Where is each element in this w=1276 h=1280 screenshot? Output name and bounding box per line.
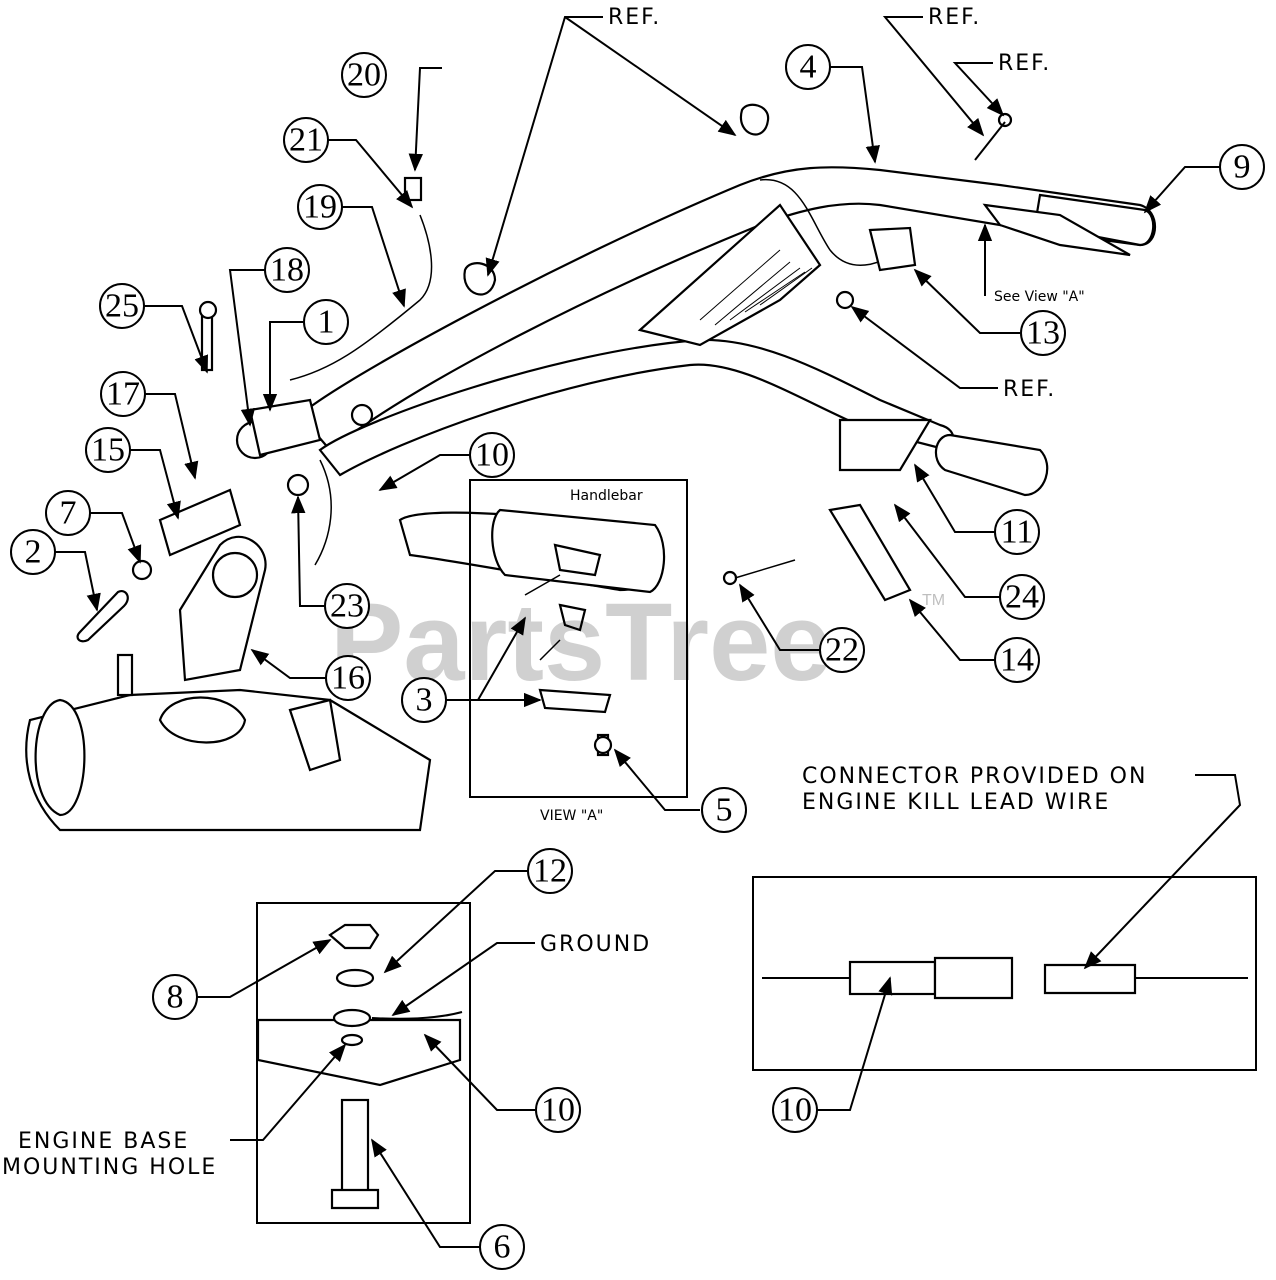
callout-14: 14 (994, 637, 1040, 683)
callout-7: 7 (45, 490, 91, 536)
callout-15: 15 (85, 427, 131, 473)
view-a-box (469, 479, 688, 798)
svg-text:11: 11 (1001, 514, 1034, 551)
callout-6: 6 (479, 1224, 525, 1270)
svg-text:15: 15 (91, 432, 125, 469)
ref-label-1: REF. (608, 5, 661, 30)
callout-3: 3 (401, 677, 447, 723)
callout-22: 22 (819, 627, 865, 673)
callout-10-ground: 10 (535, 1087, 581, 1133)
svg-text:23: 23 (330, 588, 364, 625)
svg-text:3: 3 (416, 682, 433, 719)
svg-text:8: 8 (167, 979, 184, 1016)
svg-text:18: 18 (270, 252, 304, 289)
svg-text:10: 10 (541, 1092, 575, 1129)
svg-text:16: 16 (331, 660, 365, 697)
callout-5: 5 (701, 787, 747, 833)
svg-text:2: 2 (25, 534, 42, 571)
callout-9: 9 (1219, 144, 1265, 190)
svg-text:13: 13 (1026, 315, 1060, 352)
callout-23: 23 (324, 583, 370, 629)
ref-label-2: REF. (928, 5, 981, 30)
svg-text:14: 14 (1000, 642, 1034, 679)
view-a-label: VIEW "A" (540, 808, 603, 824)
engine-assembly (25, 300, 432, 832)
ref-label-3: REF. (998, 51, 1051, 76)
svg-text:10: 10 (778, 1092, 812, 1129)
handlebar-assembly (298, 166, 1156, 566)
handlebar-label: Handlebar (570, 488, 643, 504)
engine-base-label-line2: MOUNTING HOLE (2, 1155, 217, 1180)
svg-text:10: 10 (475, 437, 509, 474)
callout-4: 4 (785, 44, 831, 90)
svg-text:9: 9 (1234, 149, 1251, 186)
callout-10-connector: 10 (772, 1087, 818, 1133)
svg-text:6: 6 (494, 1229, 511, 1266)
svg-text:5: 5 (716, 792, 733, 829)
leader-lines (55, 16, 1242, 1248)
svg-text:7: 7 (60, 495, 77, 532)
callout-11: 11 (994, 509, 1040, 555)
svg-text:21: 21 (289, 122, 323, 159)
svg-text:1: 1 (318, 304, 335, 341)
svg-text:12: 12 (533, 853, 567, 890)
connector-label-line1: CONNECTOR PROVIDED ON (802, 764, 1147, 789)
callout-24: 24 (999, 574, 1045, 620)
callout-2: 2 (10, 529, 56, 575)
engine-base-label-line1: ENGINE BASE (18, 1129, 189, 1154)
see-view-a-label: See View "A" (994, 289, 1085, 305)
svg-text:19: 19 (303, 189, 337, 226)
callout-18: 18 (264, 247, 310, 293)
callout-21: 21 (283, 117, 329, 163)
callout-17: 17 (100, 371, 146, 417)
svg-text:20: 20 (347, 57, 381, 94)
callout-1: 1 (303, 299, 349, 345)
callout-13: 13 (1020, 310, 1066, 356)
ground-label: GROUND (540, 932, 651, 957)
callout-10-handlebar: 10 (469, 432, 515, 478)
ground-detail-box (256, 902, 471, 1224)
callout-16: 16 (325, 655, 371, 701)
svg-text:25: 25 (105, 288, 139, 325)
callout-25: 25 (99, 283, 145, 329)
svg-text:17: 17 (106, 376, 140, 413)
connector-label-line2: ENGINE KILL LEAD WIRE (802, 790, 1110, 815)
callout-8: 8 (152, 974, 198, 1020)
svg-text:4: 4 (800, 49, 817, 86)
svg-text:24: 24 (1005, 579, 1039, 616)
connector-detail-box (752, 876, 1257, 1071)
watermark: PartsTree (330, 581, 831, 704)
callout-19: 19 (297, 184, 343, 230)
svg-text:22: 22 (825, 632, 859, 669)
ref-label-4: REF. (1003, 377, 1056, 402)
watermark-tm: TM (922, 592, 945, 609)
callout-12: 12 (527, 848, 573, 894)
callout-20: 20 (341, 52, 387, 98)
